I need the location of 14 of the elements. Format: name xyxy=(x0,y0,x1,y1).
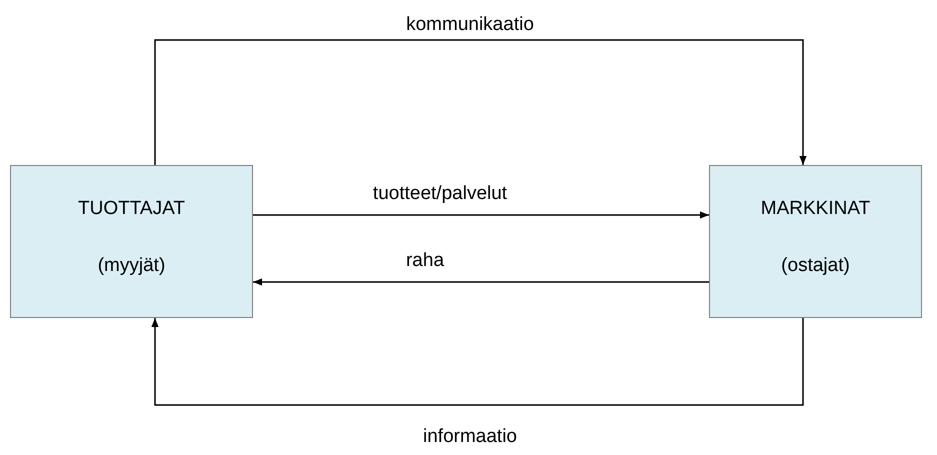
node-subtitle: (ostajat) xyxy=(781,255,850,278)
node-subtitle: (myyjät) xyxy=(98,255,166,278)
arrow xyxy=(151,318,804,406)
edge-label: raha xyxy=(406,250,444,272)
node-title: MARKKINAT xyxy=(760,198,870,220)
process-box xyxy=(10,165,253,318)
process-box xyxy=(709,165,922,318)
arrow xyxy=(154,39,807,165)
edge-label: kommunikaatio xyxy=(406,14,534,36)
arrow xyxy=(253,278,709,286)
node-title: TUOTTAJAT xyxy=(78,198,185,220)
arrow xyxy=(253,211,709,219)
edge-label: tuotteet/palvelut xyxy=(372,183,508,205)
edge-label: informaatio xyxy=(423,426,517,448)
